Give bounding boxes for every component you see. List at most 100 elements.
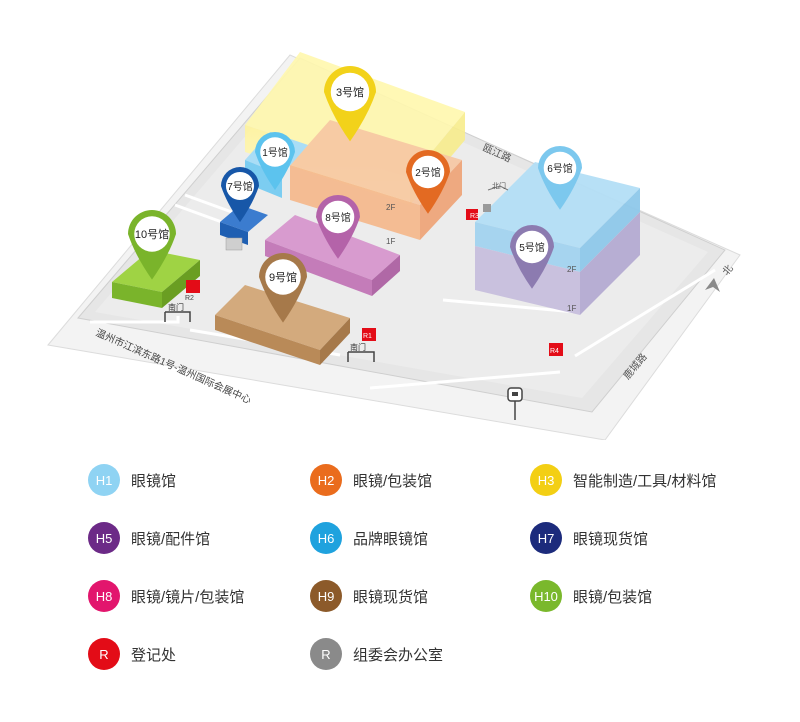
map-pin-h8[interactable]: 8号馆 — [315, 194, 360, 259]
map-pin-label: 6号馆 — [547, 162, 573, 175]
svg-text:北门: 北门 — [492, 181, 506, 190]
map-pin-face — [260, 137, 290, 167]
hall-9-front — [215, 315, 320, 365]
legend-item-10: R 登记处 — [88, 637, 176, 671]
bus-stop-icon — [507, 387, 523, 420]
legend-label: 品牌眼镜馆 — [353, 530, 429, 548]
map-pin-label: 9号馆 — [269, 270, 297, 284]
expo-map: 2F 1F 2F 1F R1 R2 R3 R4 南 — [47, 52, 741, 440]
legend-item-1: H1 眼镜馆 — [88, 463, 176, 497]
legend-label: 智能制造/工具/材料馆 — [573, 472, 717, 490]
hall-1-front — [245, 160, 282, 198]
map-pin-h9[interactable]: 9号馆 — [259, 253, 307, 323]
legend-item-2: H2 眼镜/包装馆 — [310, 463, 432, 497]
map-pin-label: 10号馆 — [135, 227, 169, 241]
hall-2-front — [290, 165, 420, 240]
pins-layer: 3号馆 1号馆 2号馆 7号馆 8号馆 6号馆 5号馆 10号馆 9号馆 — [128, 66, 582, 323]
legend-item-7: H8 眼镜/镜片/包装馆 — [88, 579, 244, 613]
legend-label: 眼镜现货馆 — [573, 530, 649, 548]
legend-label: 眼镜/镜片/包装馆 — [131, 588, 245, 606]
hall-5-side — [580, 212, 640, 315]
map-pin-h3[interactable]: 3号馆 — [324, 66, 376, 142]
hall-9-side — [320, 318, 350, 365]
svg-text:南门: 南门 — [168, 302, 184, 312]
map-pin-h1[interactable]: 1号馆 — [255, 132, 295, 190]
hall-7-annex — [225, 237, 243, 251]
walkway — [90, 316, 180, 324]
legend-label: 组委会办公室 — [353, 646, 444, 664]
legend-label: 眼镜现货馆 — [353, 588, 429, 606]
legend-badge: H5 — [88, 522, 120, 554]
hall-10-side — [162, 260, 200, 308]
map-pin-label: 7号馆 — [227, 180, 253, 193]
svg-text:R3: R3 — [470, 213, 479, 220]
legend-item-3: H3 智能制造/工具/材料馆 — [530, 463, 716, 497]
north-gate: 北门 — [487, 181, 509, 191]
legend-item-5: H6 品牌眼镜馆 — [310, 521, 428, 555]
map-pin-label: 5号馆 — [519, 241, 545, 254]
floor-label-1f: 1F — [386, 237, 395, 246]
svg-text:R2: R2 — [185, 295, 194, 302]
floor-label-2f-h5: 2F — [567, 265, 576, 274]
hall-8-side — [372, 255, 400, 296]
legend-label: 眼镜/包装馆 — [573, 588, 653, 606]
legend-item-4: H5 眼镜/配件馆 — [88, 521, 210, 555]
map-pin-h6[interactable]: 6号馆 — [538, 146, 582, 210]
hall-8-front — [265, 240, 372, 296]
hall-7-top — [220, 205, 268, 232]
legend-badge: R — [88, 638, 120, 670]
map-pin-face — [515, 230, 549, 264]
register-r2[interactable]: R2 — [185, 280, 200, 302]
legend-badge: H6 — [310, 522, 342, 554]
south-gate-left: 南门 — [164, 302, 191, 322]
register-r1[interactable]: R1 — [362, 328, 376, 341]
map-pin-face — [265, 259, 301, 295]
map-pin-face — [330, 72, 370, 112]
map-pin-h5[interactable]: 5号馆 — [510, 225, 554, 289]
legend-badge: H10 — [530, 580, 562, 612]
floor-label-1f-h5: 1F — [567, 304, 576, 313]
map-pin-h2[interactable]: 2号馆 — [406, 150, 450, 214]
legend-badge: R — [310, 638, 342, 670]
walkway — [184, 193, 241, 217]
legend-label: 登记处 — [131, 646, 177, 664]
walkway — [442, 298, 576, 314]
legend-item-8: H9 眼镜现货馆 — [310, 579, 428, 613]
svg-text:R4: R4 — [550, 348, 559, 355]
map-pin-face — [543, 151, 577, 185]
map-pin-label: 3号馆 — [336, 85, 364, 99]
legend-item-6: H7 眼镜现货馆 — [530, 521, 648, 555]
legend-item-11: R 组委会办公室 — [310, 637, 443, 671]
register-r3[interactable]: R3 — [466, 204, 491, 220]
hall-10-front — [112, 282, 162, 308]
legend-badge: H7 — [530, 522, 562, 554]
map-pin-face — [225, 171, 255, 201]
map-pin-h7[interactable]: 7号馆 — [221, 167, 259, 223]
register-r4[interactable]: R4 — [549, 343, 563, 356]
legend-badge: H1 — [88, 464, 120, 496]
legend-badge: H3 — [530, 464, 562, 496]
map-pin-label: 1号馆 — [262, 146, 288, 159]
legend-label: 眼镜/包装馆 — [353, 472, 433, 490]
legend-badge: H9 — [310, 580, 342, 612]
legend: H1 眼镜馆 H2 眼镜/包装馆 H3 智能制造/工具/材料馆 H5 眼镜/配件馆 H6 品牌眼镜… — [0, 463, 800, 706]
map-pin-label: 8号馆 — [325, 211, 351, 224]
svg-text:R1: R1 — [363, 333, 372, 340]
map-pin-face — [321, 200, 355, 234]
south-gate-right: 南门 — [347, 342, 375, 362]
legend-badge: H8 — [88, 580, 120, 612]
walkway — [574, 268, 716, 358]
walkway — [369, 370, 561, 390]
hall-2-side — [420, 160, 462, 240]
map-pin-face — [411, 155, 445, 189]
legend-badge: H2 — [310, 464, 342, 496]
legend-label: 眼镜/配件馆 — [131, 530, 211, 548]
legend-item-9: H10 眼镜/包装馆 — [530, 579, 652, 613]
hall-6-side — [580, 188, 640, 272]
map-pin-label: 2号馆 — [415, 166, 441, 179]
floor-label-2f: 2F — [386, 203, 395, 212]
map-pin-h10[interactable]: 10号馆 — [128, 210, 176, 280]
legend-label: 眼镜馆 — [131, 472, 177, 490]
map-pin-face — [134, 216, 170, 252]
svg-text:南门: 南门 — [350, 342, 366, 352]
